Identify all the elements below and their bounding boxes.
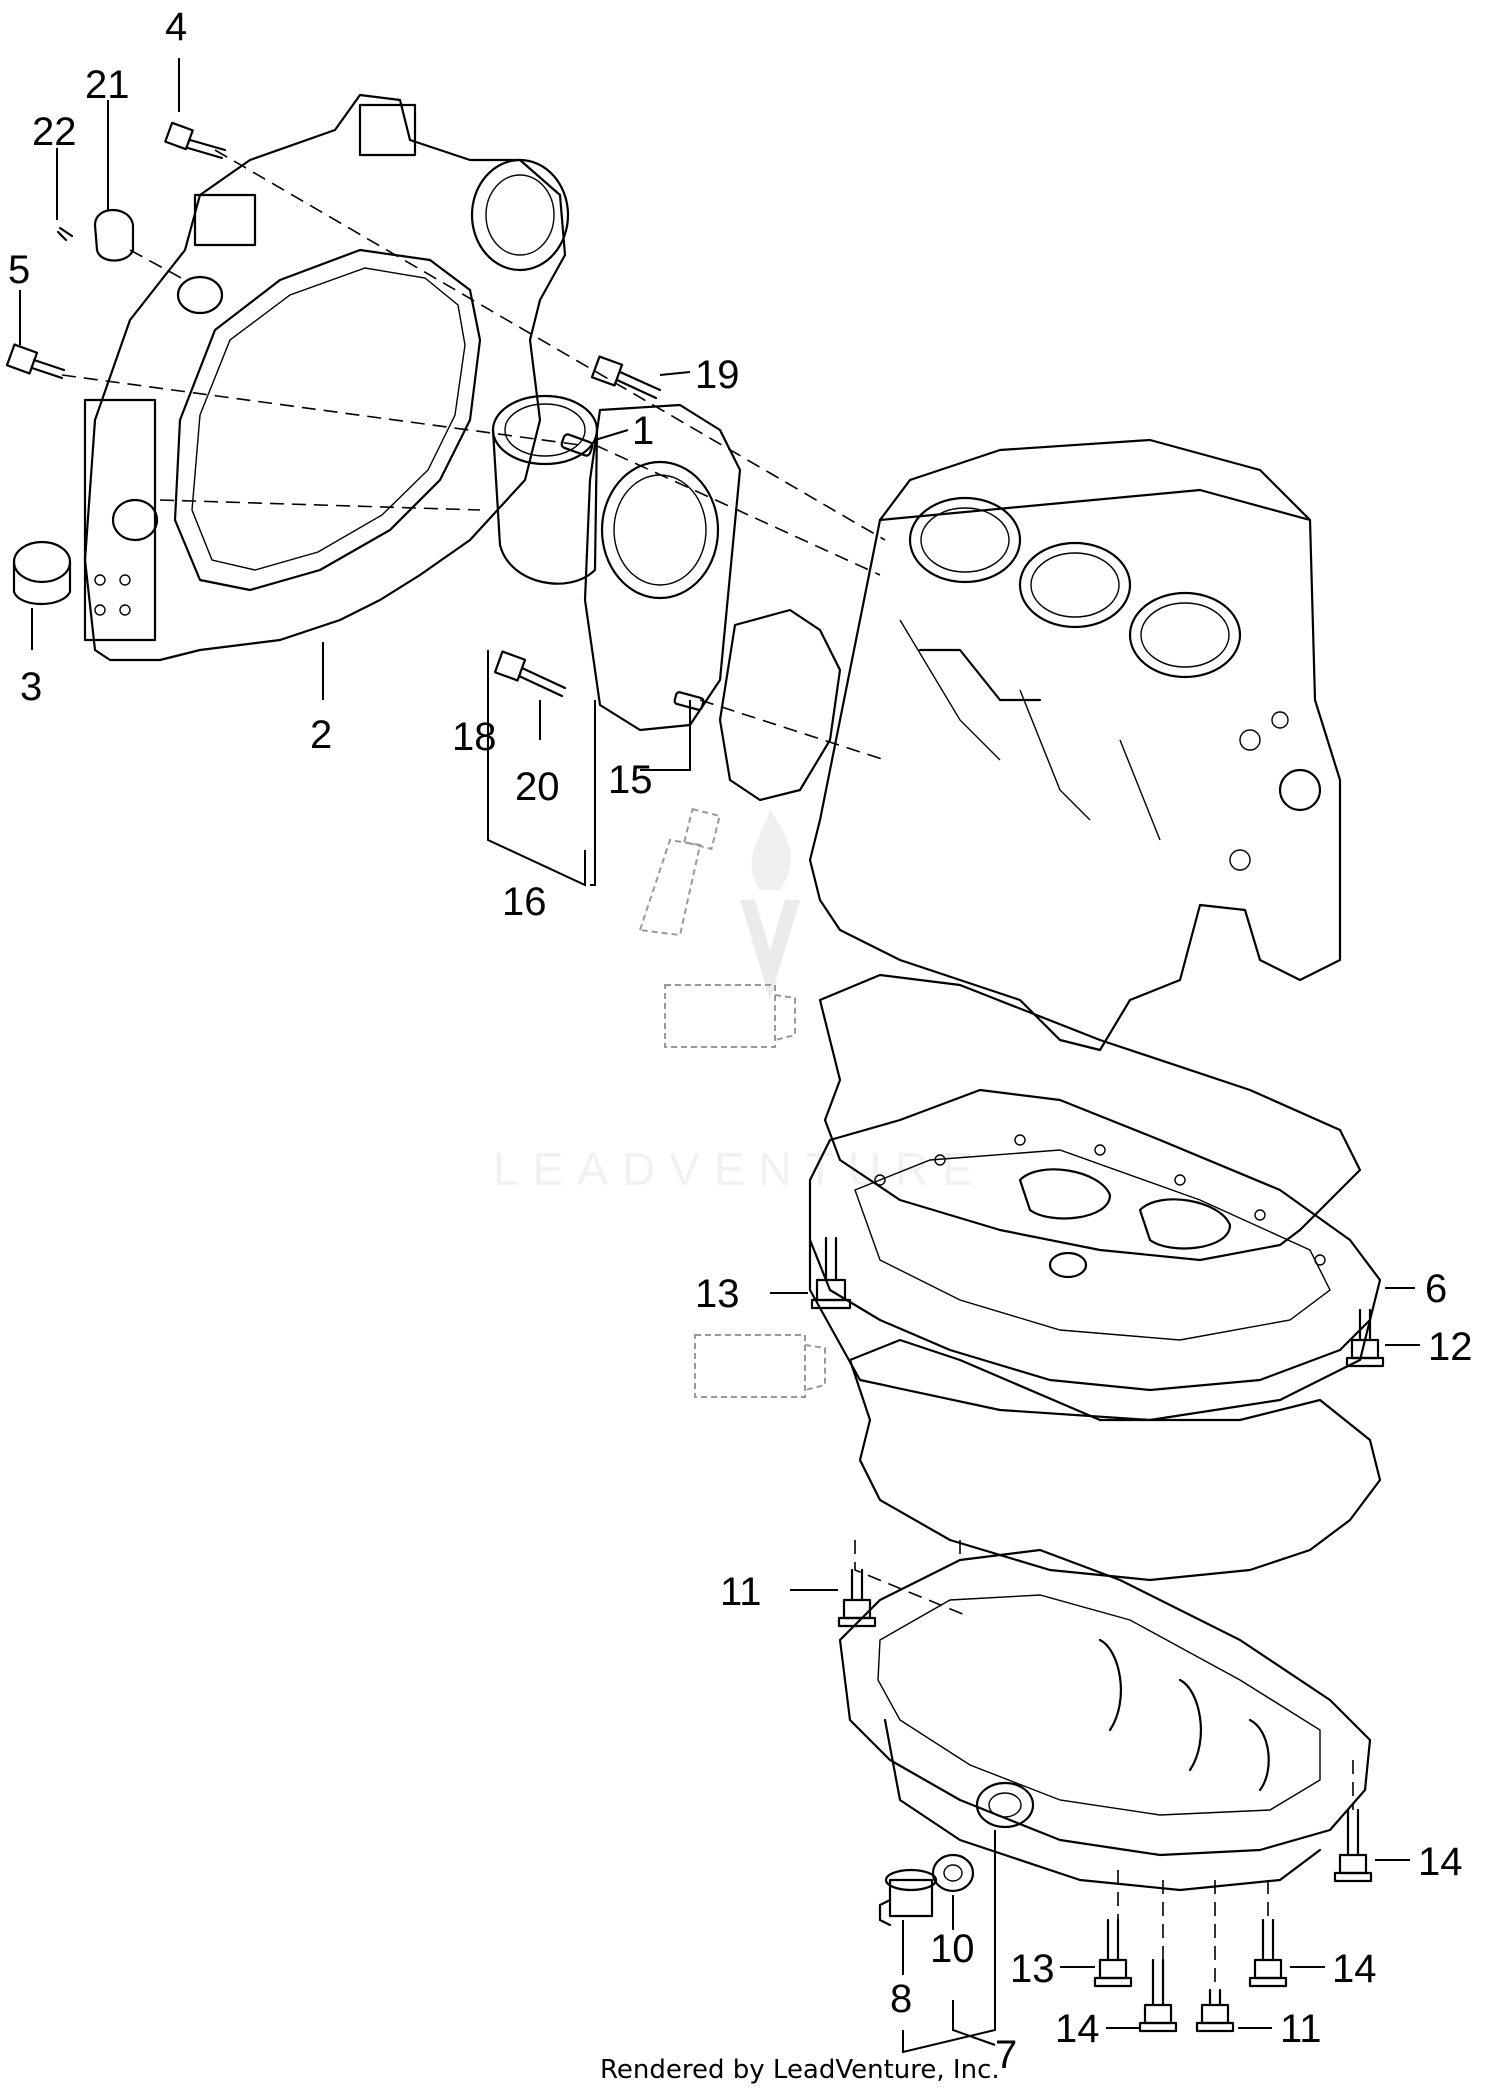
oil-seal-case-part-16 — [583, 403, 742, 732]
alignment-lines — [61, 149, 1354, 1990]
callout-4: 4 — [165, 5, 187, 49]
cylinder-block — [808, 438, 1342, 1052]
callout-22: 22 — [32, 110, 77, 154]
leader-lines — [19, 58, 1420, 2054]
drain-plug-part-8 — [878, 1868, 938, 1927]
clip-part-21 — [93, 209, 135, 262]
callout-20: 20 — [515, 765, 560, 809]
footer-credit: Rendered by LeadVenture, Inc. — [600, 2055, 1000, 2085]
callout-16: 16 — [502, 880, 547, 924]
screw-part-22 — [56, 226, 74, 242]
callout-11-lower: 11 — [1280, 2007, 1322, 2051]
callout-10: 10 — [930, 1927, 975, 1971]
bolt-part-20 — [493, 650, 567, 698]
callout-14-lower-left: 14 — [1055, 2007, 1100, 2051]
gasket-plate — [718, 608, 842, 802]
callout-13-lower: 13 — [1010, 1947, 1055, 1991]
washer-part-10 — [931, 1853, 975, 1893]
callout-14-right: 14 — [1418, 1840, 1463, 1884]
bolt-part-5 — [5, 343, 66, 380]
callout-2: 2 — [310, 713, 332, 757]
bolt-part-4 — [164, 121, 227, 160]
sealant-tube-2 — [664, 984, 796, 1048]
lower-oil-pan-part-7 — [838, 1548, 1372, 1892]
callout-7: 7 — [995, 2033, 1017, 2077]
callout-8: 8 — [890, 1977, 912, 2021]
oil-seal-part-18 — [491, 394, 599, 585]
bolt-part-11-lower — [1195, 1988, 1235, 2033]
bolt-part-11-upper — [837, 1568, 877, 1628]
sealant-tube-1 — [638, 807, 721, 937]
upper-oil-pan-part-6 — [808, 1088, 1382, 1422]
bolt-part-14-right — [1333, 1808, 1373, 1883]
callout-13-upper: 13 — [695, 1272, 740, 1316]
callout-19: 19 — [695, 353, 740, 397]
bolt-part-13-lower — [1093, 1918, 1133, 1988]
oil-pan-gasket-upper — [818, 973, 1362, 1262]
callout-21: 21 — [85, 63, 130, 107]
bolt-part-14-lower-right — [1248, 1918, 1288, 1988]
flywheel-housing — [83, 93, 570, 662]
bolt-part-12 — [1345, 1308, 1385, 1368]
watermark-text: LEADVENTURE — [493, 1143, 987, 1195]
dowel-pin-part-1 — [560, 433, 594, 457]
bolt-part-19 — [590, 355, 662, 400]
oil-pan-gasket-lower — [848, 1338, 1382, 1582]
plug-part-3 — [12, 540, 72, 605]
callout-5: 5 — [8, 248, 30, 292]
callout-12: 12 — [1428, 1325, 1473, 1369]
bolt-part-13-upper — [810, 1236, 852, 1310]
callout-1: 1 — [632, 409, 654, 453]
sealant-tube-3 — [694, 1334, 826, 1398]
watermark-logo: LEADVENTURE — [493, 810, 987, 1195]
bolt-part-14-lower-left — [1138, 1958, 1178, 2033]
callout-labels: 1 2 3 4 5 6 7 8 10 11 11 12 13 13 14 14 … — [8, 5, 1473, 2077]
callout-18: 18 — [452, 715, 497, 759]
callout-6: 6 — [1425, 1267, 1447, 1311]
callout-3: 3 — [20, 665, 42, 709]
callout-15: 15 — [608, 758, 653, 802]
callout-14-lower-right: 14 — [1332, 1947, 1377, 1991]
callout-11-upper: 11 — [720, 1570, 762, 1614]
